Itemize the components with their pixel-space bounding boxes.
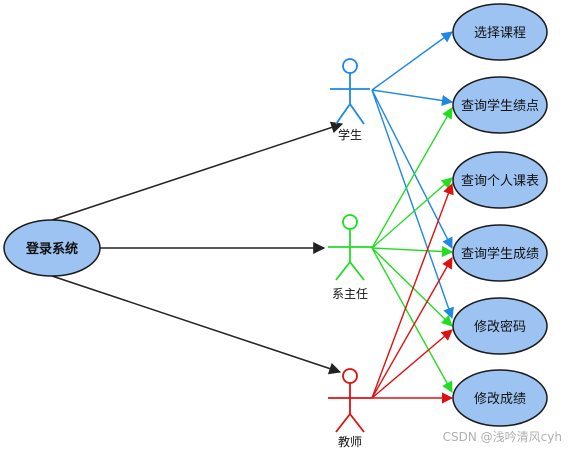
usecase-query-gpa[interactable]: 查询学生绩点 xyxy=(452,76,548,134)
edge-teacher-change-password xyxy=(371,329,453,399)
usecase-query-schedule-label: 查询个人课表 xyxy=(461,174,539,189)
actor-director-leg-right xyxy=(349,261,365,281)
actor-director-head xyxy=(342,214,358,230)
actor-teacher-leg-left xyxy=(335,413,351,433)
edge-director-query-grades xyxy=(371,245,454,258)
edge-system-student xyxy=(51,121,344,221)
edge-student-query-grades xyxy=(371,89,453,249)
system-label: 登录系统 xyxy=(25,241,78,257)
actor-teacher[interactable]: 教师 xyxy=(328,368,372,449)
edge-system-teacher xyxy=(51,275,342,375)
actor-teacher-label: 教师 xyxy=(338,434,362,449)
actor-teacher-leg-right xyxy=(349,413,365,433)
actor-teacher-head xyxy=(342,368,358,384)
edge-student-change-password xyxy=(371,89,454,320)
actor-director-leg-left xyxy=(335,261,351,281)
usecase-change-password-ellipse xyxy=(452,297,548,355)
edge-director-query-schedule xyxy=(371,177,453,249)
usecase-query-grades-ellipse xyxy=(452,224,548,282)
usecase-query-schedule-ellipse xyxy=(452,151,548,209)
usecase-change-password-label: 修改密码 xyxy=(474,319,526,335)
edge-director-change-password xyxy=(371,247,453,327)
usecase-query-gpa-ellipse xyxy=(452,76,548,134)
actor-director[interactable]: 系主任 xyxy=(328,214,372,301)
usecase-query-grades-label: 查询学生成绩 xyxy=(461,246,539,262)
usecase-select-course[interactable]: 选择课程 xyxy=(452,3,548,61)
usecase-modify-grades[interactable]: 修改成绩 xyxy=(452,369,548,427)
watermark-text: CSDN @浅吟清风cyh xyxy=(443,429,562,444)
actor-student-head xyxy=(342,58,358,74)
usecase-modify-grades-label: 修改成绩 xyxy=(474,392,526,407)
association-edges xyxy=(51,31,454,404)
usecase-query-schedule[interactable]: 查询个人课表 xyxy=(452,151,548,209)
edge-teacher-query-grades xyxy=(371,257,453,399)
usecase-change-password[interactable]: 修改密码 xyxy=(452,297,548,355)
edge-student-select-course xyxy=(371,31,453,91)
system-ellipse xyxy=(3,219,101,277)
actor-student-leg-right xyxy=(349,103,365,125)
actor-student[interactable]: 学生 xyxy=(330,58,370,142)
usecase-query-grades[interactable]: 查询学生成绩 xyxy=(452,224,548,282)
usecase-query-gpa-label: 查询学生绩点 xyxy=(461,98,539,114)
edge-student-query-gpa xyxy=(371,89,454,107)
usecase-select-course-ellipse xyxy=(452,3,548,61)
actor-director-label: 系主任 xyxy=(332,287,368,301)
usecase-modify-grades-ellipse xyxy=(452,369,548,427)
actor-student-label: 学生 xyxy=(338,127,362,142)
edge-teacher-query-schedule xyxy=(371,182,454,399)
actor-student-leg-left xyxy=(335,103,351,125)
edge-director-query-gpa xyxy=(371,107,453,249)
edge-director-modify-grades xyxy=(371,247,453,393)
system-node[interactable]: 登录系统 xyxy=(3,219,101,277)
usecase-select-course-label: 选择课程 xyxy=(474,26,526,41)
